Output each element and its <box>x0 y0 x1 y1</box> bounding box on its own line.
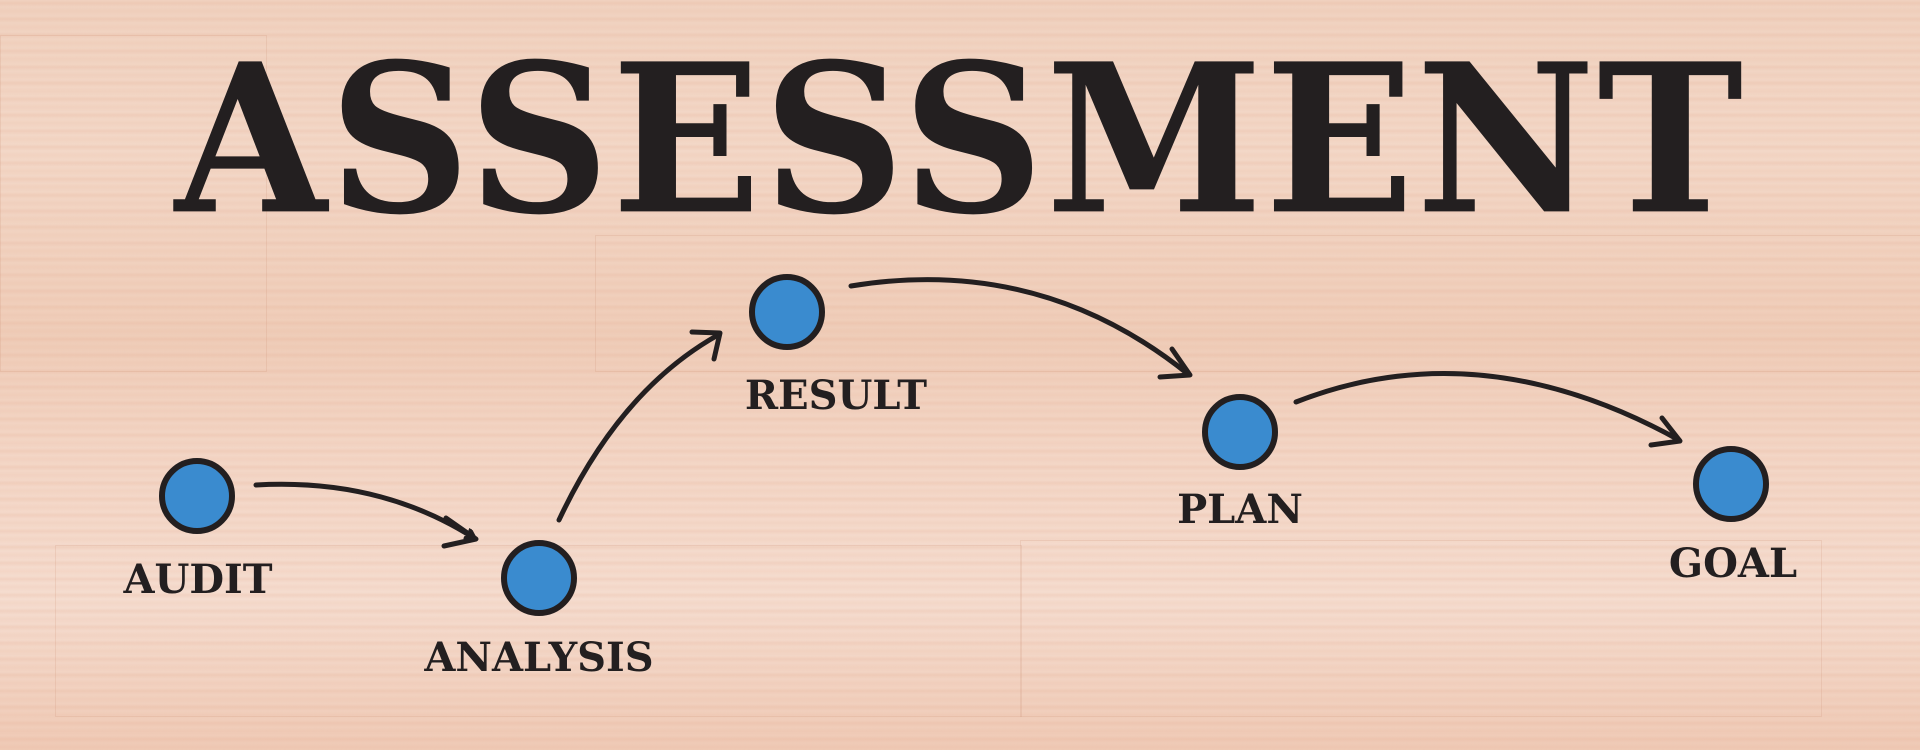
wood-plank <box>595 235 1920 372</box>
wood-plank <box>1020 540 1822 717</box>
arrowhead <box>1157 346 1193 380</box>
arrowhead <box>689 329 723 362</box>
arrow-audit-analysis <box>253 481 474 538</box>
arrowhead <box>441 515 479 549</box>
step-node-plan <box>1202 394 1278 470</box>
step-node-result <box>749 274 825 350</box>
step-label-result: RESULT <box>744 372 928 419</box>
step-node-audit <box>159 458 235 534</box>
page-title: ASSESSMENT <box>174 19 1746 261</box>
step-node-goal <box>1693 446 1769 522</box>
arrowhead <box>1648 415 1683 448</box>
step-node-analysis <box>501 540 577 616</box>
wood-plank <box>0 35 267 372</box>
arrow-result-plan <box>848 277 1191 377</box>
arrow-plan-goal <box>1293 371 1682 443</box>
step-label-plan: PLAN <box>1177 486 1303 533</box>
step-label-audit: AUDIT <box>123 556 273 603</box>
arrow-analysis-result <box>556 332 721 523</box>
step-label-goal: GOAL <box>1668 540 1798 587</box>
step-label-analysis: ANALYSIS <box>424 634 654 681</box>
